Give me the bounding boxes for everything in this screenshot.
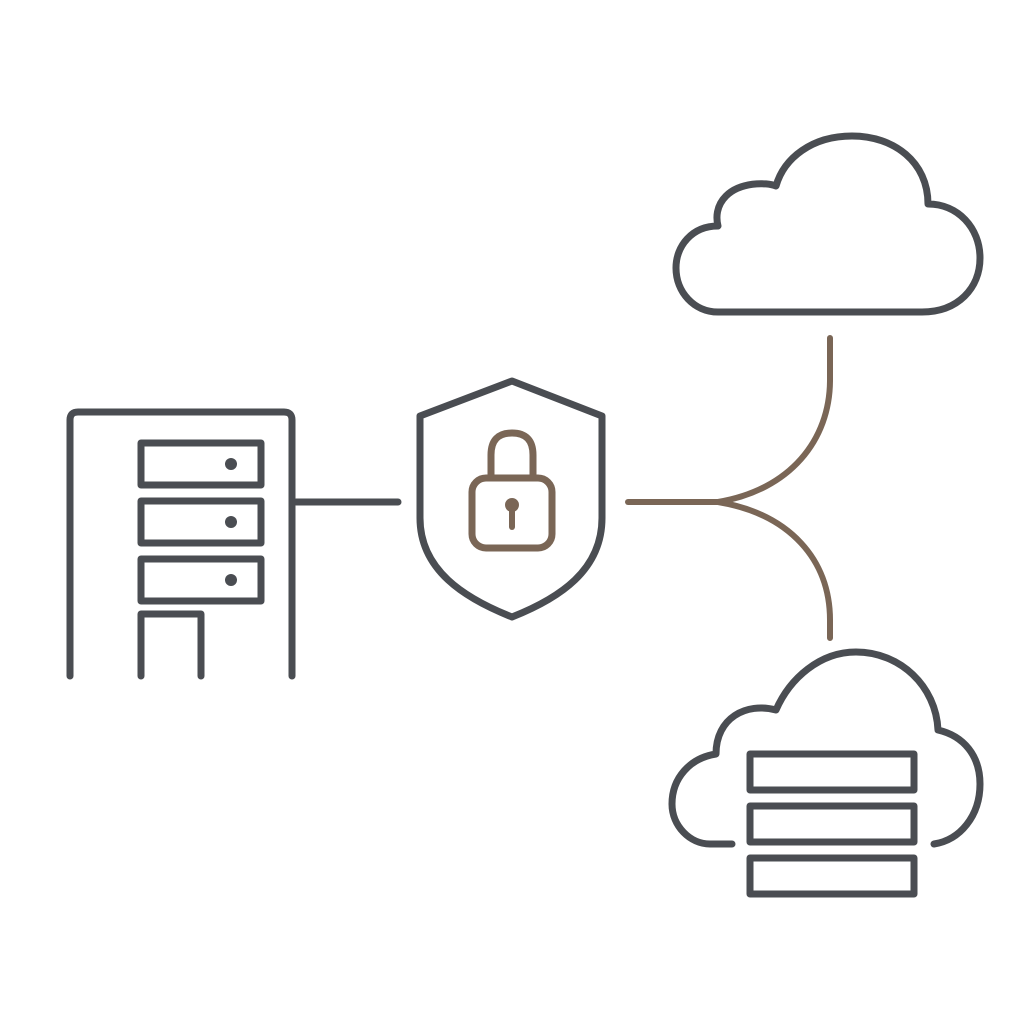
cloud-icon xyxy=(672,132,984,316)
shield-lock-icon xyxy=(416,377,606,621)
cloud-database-icon xyxy=(668,648,984,898)
building-server-icon xyxy=(66,408,296,680)
connector-to-cloud xyxy=(715,335,833,505)
connector-to-cloud-storage xyxy=(715,499,833,641)
